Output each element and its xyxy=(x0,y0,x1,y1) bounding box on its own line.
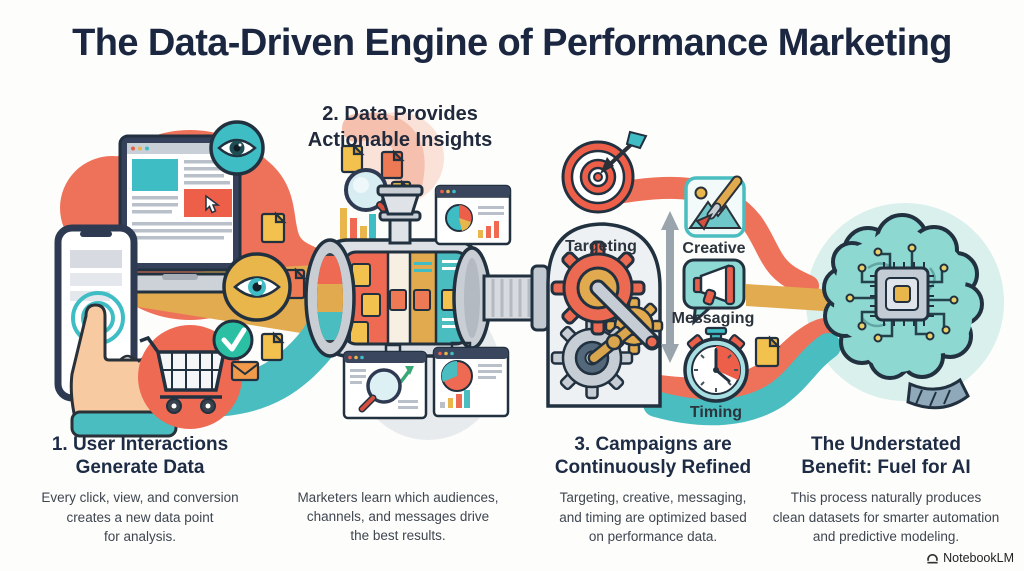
doc-icon xyxy=(340,143,365,174)
checkmark-icon xyxy=(212,319,254,361)
watermark-text: NotebookLM xyxy=(943,551,1014,565)
notebooklm-logo-icon xyxy=(927,553,938,564)
cursor-icon xyxy=(205,194,221,214)
paintbrush-icon xyxy=(695,175,743,231)
circuit-nodes xyxy=(845,243,959,343)
section-heading: The Understated Benefit: Fuel for AI xyxy=(801,434,971,479)
target-icon xyxy=(561,130,648,214)
doc-icon xyxy=(260,331,285,362)
creative-icon xyxy=(684,175,746,238)
label-messaging: Messaging xyxy=(671,310,755,327)
doc-icon xyxy=(380,149,405,180)
impression-eye-icon xyxy=(222,252,292,322)
section-heading: 1. User Interactions Generate Data xyxy=(51,434,229,479)
section-ai-benefit: The Understated Benefit: Fuel for AI Thi… xyxy=(760,433,1012,546)
section-heading: 3. Campaigns are Continuously Refined xyxy=(554,434,752,479)
megaphone-icon xyxy=(692,264,736,306)
output-shaft xyxy=(482,264,550,332)
stopwatch-icon xyxy=(683,326,749,403)
section-body: This process naturally produces clean da… xyxy=(772,490,1000,544)
envelope-icon xyxy=(230,360,260,382)
section-insights: Marketers learn which audiences, channel… xyxy=(283,488,513,545)
engine-cylinder xyxy=(304,184,550,358)
section-refinement: 3. Campaigns are Continuously Refined Ta… xyxy=(528,433,778,546)
doc-icon xyxy=(754,335,781,368)
section-user-interactions: 1. User Interactions Generate Data Every… xyxy=(20,433,260,546)
section-body: Every click, view, and conversion create… xyxy=(41,490,239,544)
analytics-window-top xyxy=(434,184,512,246)
chip-icon xyxy=(870,262,934,326)
label-creative: Creative xyxy=(682,240,746,257)
view-eye-icon xyxy=(209,120,265,176)
messaging-icon xyxy=(682,258,746,326)
watermark: NotebookLM xyxy=(926,551,1014,565)
cart-icon xyxy=(138,319,254,429)
gear-housing xyxy=(546,222,664,408)
analytics-window-search xyxy=(342,341,472,420)
doc-icon xyxy=(260,211,287,244)
section-body: Targeting, creative, messaging, and timi… xyxy=(559,490,747,544)
section-body: Marketers learn which audiences, channel… xyxy=(297,490,499,544)
ai-brain-icon xyxy=(822,213,984,410)
gear-gray xyxy=(550,316,634,400)
lever-arm xyxy=(589,279,661,351)
funnel-inlet xyxy=(376,184,424,245)
brainstem xyxy=(906,377,970,410)
label-targeting: Targeting xyxy=(565,238,637,255)
cycle-arrow-icon xyxy=(661,211,679,363)
mini-bar-chart-icon xyxy=(340,208,376,240)
analytics-window-charts xyxy=(432,346,510,418)
stage2-heading: 2. Data Provides Actionable Insights xyxy=(307,103,493,151)
page-title: The Data-Driven Engine of Performance Ma… xyxy=(72,22,952,64)
magnifier-icon xyxy=(366,368,402,404)
circuit-traces xyxy=(852,250,952,338)
label-timing: Timing xyxy=(689,404,743,421)
